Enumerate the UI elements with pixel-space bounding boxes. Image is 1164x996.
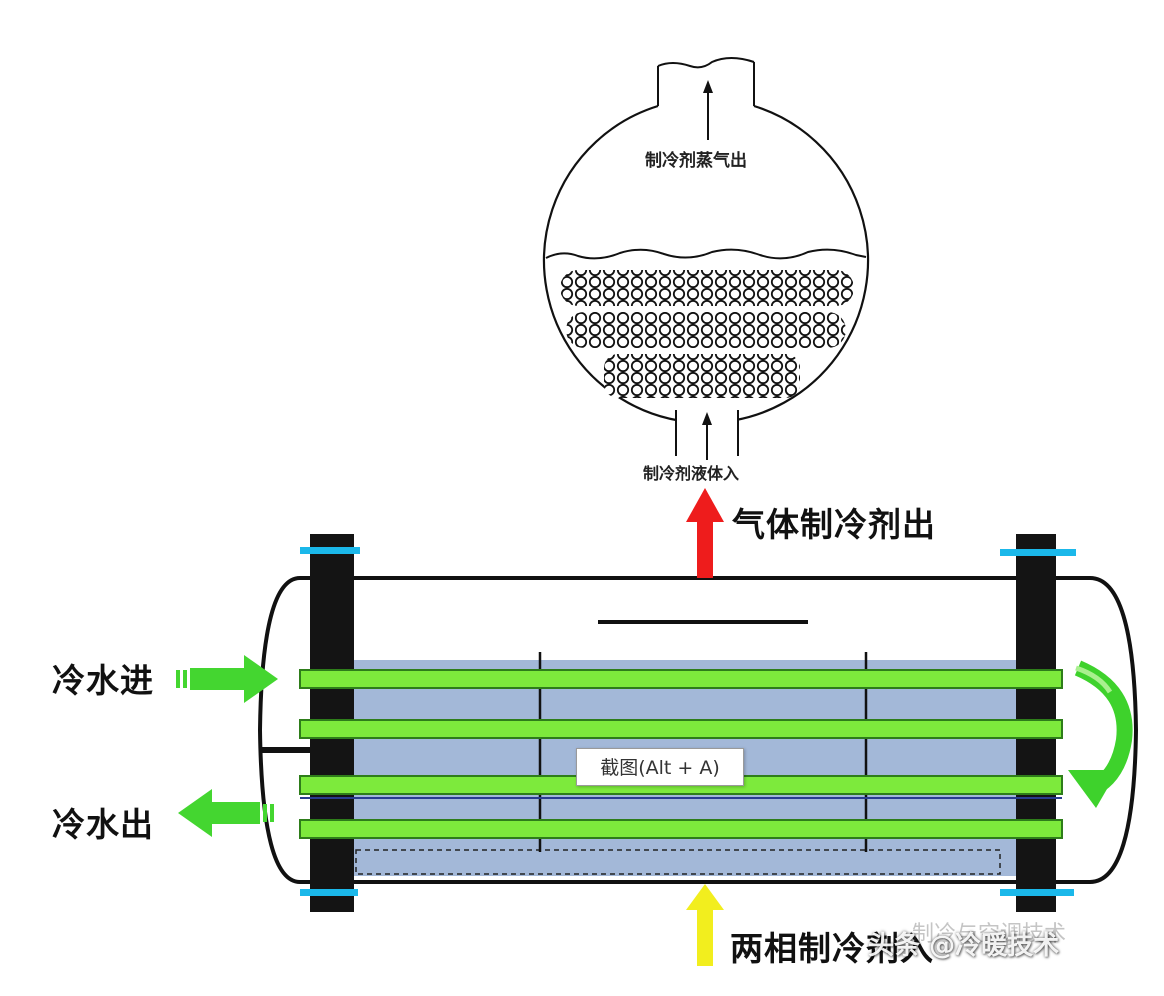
liquid-in-label: 制冷剂液体入 [643, 464, 740, 483]
return-arrow-head [1068, 770, 1118, 808]
return-flow-arrow [1068, 660, 1133, 808]
tube-bundle-upper [560, 270, 854, 306]
liquid-level [545, 248, 867, 260]
cross-section [542, 57, 870, 460]
inlet-nozzle [675, 410, 739, 456]
distributor-plate [355, 849, 1001, 875]
shell-and-tube [257, 534, 1139, 912]
water-out-arrow [178, 789, 274, 837]
gasket-bottom-right [1000, 889, 1074, 896]
watermark-faded: 制冷与空调技术 [912, 922, 1067, 947]
vapor-arrow-head [703, 80, 713, 93]
tube-bundle-middle [566, 312, 846, 348]
gas-refrigerant-out-label: 气体制冷剂出 [732, 505, 936, 544]
tube-2 [299, 719, 1063, 739]
cold-water-in-label: 冷水进 [52, 661, 154, 700]
liquid-arrow-head [702, 412, 712, 425]
gasket-bottom-left [300, 889, 358, 896]
two-phase-in-label: 两相制冷剂入 [730, 929, 934, 968]
two-phase-in-arrow [686, 884, 724, 966]
outlet-nozzle [657, 62, 755, 106]
gas-out-arrow [686, 488, 724, 578]
return-arrow-highlight [1075, 665, 1113, 694]
screenshot-tooltip: 截图(Alt + A) [576, 748, 744, 786]
outlet-nozzle-break [657, 57, 755, 69]
watermark-source: 头条 [868, 931, 921, 961]
cold-water-out-label: 冷水出 [52, 805, 154, 844]
gasket-top-right [1000, 549, 1076, 556]
gasket-top-left [300, 547, 360, 554]
vapor-out-label: 制冷剂蒸气出 [645, 151, 747, 171]
water-in-arrow [176, 655, 278, 703]
watermark-handle: @冷暖技术 [929, 931, 1060, 961]
tube-4 [299, 819, 1063, 839]
tube-1 [299, 669, 1063, 689]
watermark: 头条 @冷暖技术 [868, 925, 1059, 962]
tube-bundle-lower [604, 354, 800, 398]
